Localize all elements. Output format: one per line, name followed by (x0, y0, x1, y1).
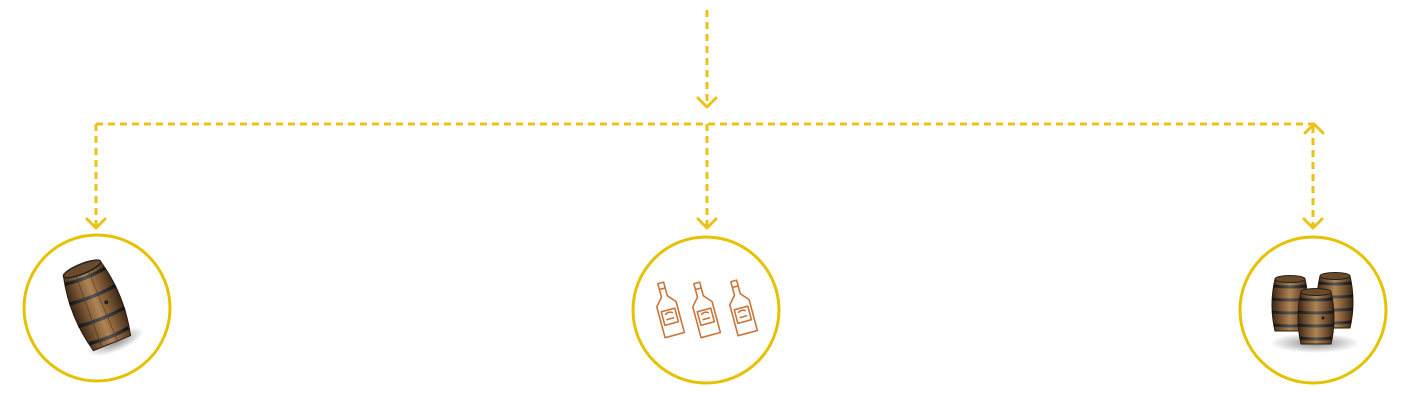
arrowhead-down-right (1302, 217, 1324, 230)
arrowhead-down-left (85, 217, 107, 230)
connector-lines (94, 10, 1315, 226)
single-barrel-icon (62, 259, 144, 357)
arrowhead-down-top (696, 96, 718, 109)
node-center (631, 235, 781, 385)
three-bottles-icon (655, 279, 759, 339)
arrowheads (85, 96, 1325, 230)
arrowhead-down-center (696, 217, 718, 230)
node-left (22, 233, 172, 383)
arrowhead-up-right (1303, 122, 1325, 135)
node-right (1238, 235, 1388, 385)
barrel-stack-icon (1270, 272, 1360, 353)
